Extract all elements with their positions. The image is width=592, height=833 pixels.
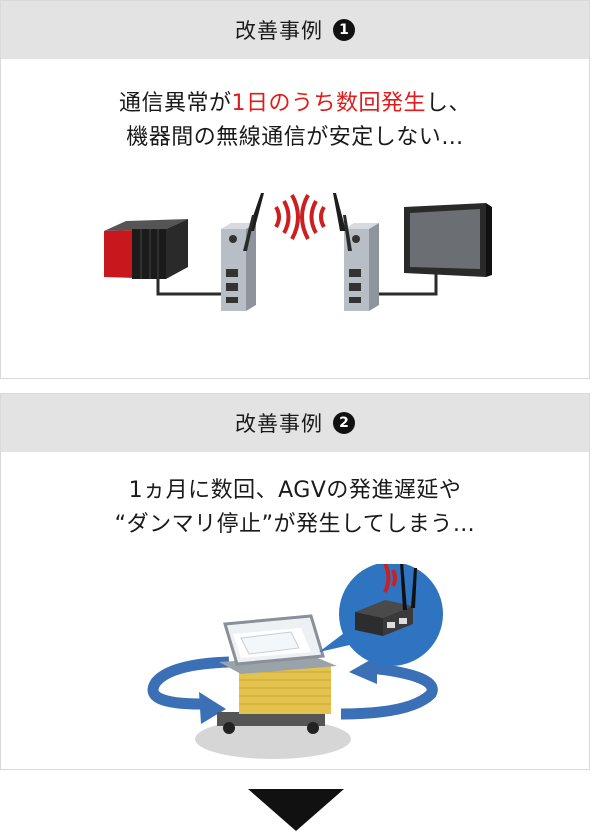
case-card-2: 改善事例 2 1ヵ月に数回、AGVの発進遅延や “ダンマリ停止”が発生してしまう… [0, 393, 590, 770]
number-badge-1: 1 [333, 19, 355, 41]
case-description-1: 通信異常が1日のうち数回発生し、 機器間の無線通信が安定しない… [1, 87, 589, 155]
description-line-1: 通信異常が1日のうち数回発生し、 [1, 87, 589, 121]
description-line-2: “ダンマリ停止”が発生してしまう… [114, 512, 476, 537]
wireless-ap-right-icon [333, 193, 379, 311]
case-title-1: 改善事例 [235, 19, 323, 43]
agv-cart-icon [217, 614, 337, 734]
arrow-head-right-icon [349, 656, 377, 684]
description-line-2: 機器間の無線通信が安定しない… [126, 125, 464, 150]
description-line-1: 1ヵ月に数回、AGVの発進遅延や [128, 478, 462, 503]
down-arrow-icon [248, 789, 344, 831]
text-normal: し、 [426, 91, 472, 116]
text-normal: 通信異常が [118, 91, 232, 116]
rotation-arrow-left-icon [147, 656, 230, 710]
case-card-1: 改善事例 1 通信異常が1日のうち数回発生し、 機器間の無線通信が安定しない… [0, 0, 590, 379]
hmi-panel-icon [404, 203, 492, 277]
text-highlight: 1日のうち数回発生 [231, 91, 426, 116]
wireless-network-illustration [104, 193, 492, 311]
wireless-ap-left-icon [221, 193, 264, 311]
agv-illustration [147, 564, 443, 759]
case-header-1: 改善事例 1 [1, 1, 589, 59]
signal-waves-icon [274, 194, 326, 240]
case-title-2: 改善事例 [235, 412, 323, 436]
rotation-arrow-right-icon [340, 662, 438, 720]
plc-controller-icon [104, 219, 188, 279]
number-badge-2: 2 [333, 412, 355, 434]
case-header-2: 改善事例 2 [1, 394, 589, 452]
arrow-head-left-icon [199, 692, 226, 724]
case-description-2: 1ヵ月に数回、AGVの発進遅延や “ダンマリ停止”が発生してしまう… [1, 474, 589, 542]
router-callout-bubble [319, 564, 443, 666]
